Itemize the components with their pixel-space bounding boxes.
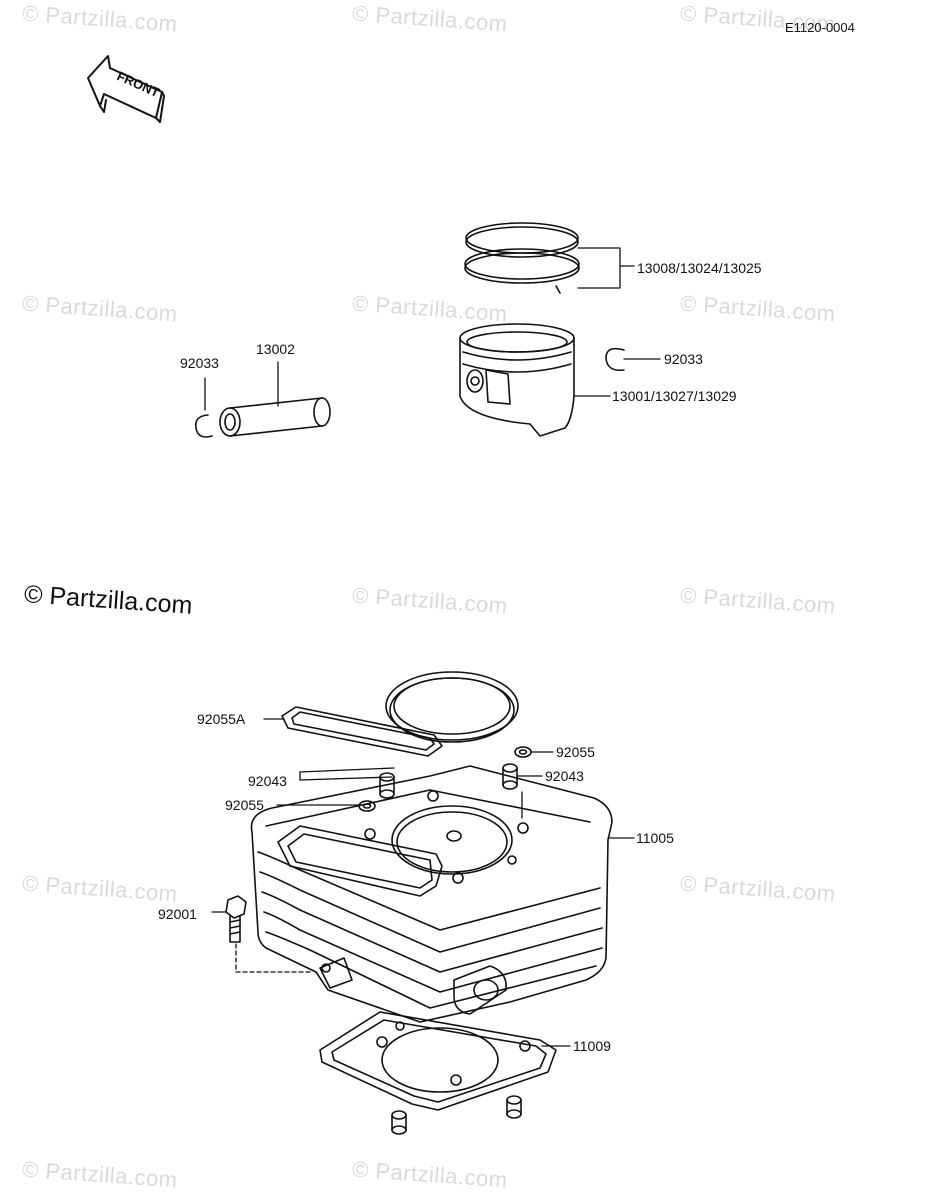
base-gasket <box>319 1011 557 1111</box>
callout-washer-right[interactable]: 92055 <box>556 744 595 760</box>
washer-top-right <box>514 746 532 758</box>
circlip-right <box>605 347 625 372</box>
head-gasket-ring <box>385 671 519 743</box>
callout-dowel-left[interactable]: 92043 <box>248 773 287 789</box>
dowel-bottom-right <box>506 1095 522 1119</box>
callout-piston[interactable]: 13001/13027/13029 <box>612 388 737 404</box>
callout-base-gasket[interactable]: 11009 <box>573 1038 611 1054</box>
callout-bolt[interactable]: 92001 <box>158 906 197 922</box>
callout-dowel-right[interactable]: 92043 <box>545 768 584 784</box>
diagram-id: E1120-0004 <box>785 20 855 35</box>
piston-rings <box>464 222 580 294</box>
callout-washer-left[interactable]: 92055 <box>225 797 264 813</box>
callout-piston-pin[interactable]: 13002 <box>256 341 295 357</box>
leader-lines <box>204 247 661 1047</box>
bolt-92001 <box>225 895 247 943</box>
piston-pin <box>219 397 331 437</box>
dowel-bottom-left <box>391 1110 407 1135</box>
gasket-92055a <box>281 706 443 757</box>
callout-piston-rings[interactable]: 13008/13024/13025 <box>637 260 762 276</box>
circlip-left <box>194 414 213 438</box>
cylinder-block <box>250 765 613 1023</box>
callout-gasket-92055a[interactable]: 92055A <box>197 711 246 727</box>
piston <box>459 323 575 437</box>
callout-circlip-right[interactable]: 92033 <box>664 351 703 367</box>
callout-circlip-left[interactable]: 92033 <box>180 355 219 371</box>
callout-cylinder[interactable]: 11005 <box>636 830 674 846</box>
front-arrow-icon <box>87 55 165 123</box>
